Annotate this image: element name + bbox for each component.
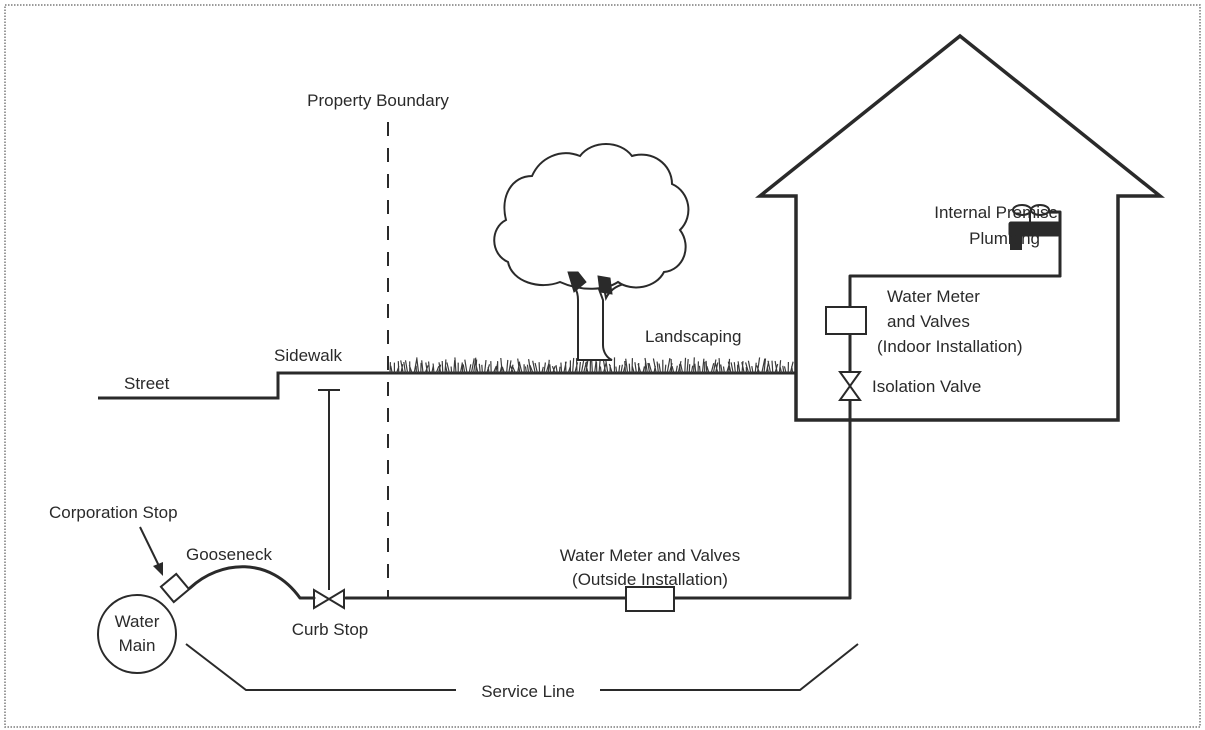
indoor-meter-label-line2: and Valves (887, 312, 970, 331)
faucet-icon (1008, 204, 1062, 278)
gooseneck-label: Gooseneck (186, 545, 272, 564)
indoor-pipe-upper (848, 274, 1062, 387)
service-line-bracket-right (600, 643, 859, 691)
corporation-stop-arrowhead (153, 562, 163, 576)
indoor-water-meter (825, 306, 867, 335)
house-outline (755, 33, 1165, 422)
sidewalk-label: Sidewalk (274, 346, 343, 365)
indoor-meter-label-line3: (Indoor Installation) (877, 337, 1023, 356)
outside-meter-label-line1: Water Meter and Valves (560, 546, 740, 565)
street-label: Street (124, 374, 170, 393)
water-main-label-line1: Water (115, 612, 160, 631)
corporation-stop-icon (159, 572, 191, 604)
outside-water-meter (625, 586, 675, 612)
corporation-stop-label: Corporation Stop (49, 503, 178, 522)
water-main-label-line2: Main (119, 636, 156, 655)
isolation-valve-label: Isolation Valve (872, 377, 981, 396)
curb-stop-label: Curb Stop (292, 620, 369, 639)
tree-icon (493, 143, 690, 361)
water-main-circle (97, 594, 177, 674)
curb-stop-valve-icon (313, 588, 345, 610)
property-boundary-label: Property Boundary (307, 91, 449, 110)
internal-premise-label-line1: Internal Premise (934, 203, 1058, 222)
diagram-frame (4, 4, 1201, 728)
service-line-bracket-left (185, 643, 456, 691)
isolation-valve-icon (838, 371, 862, 401)
indoor-meter-label-line1: Water Meter (887, 287, 980, 306)
gooseneck-pipe (188, 565, 316, 600)
grass-landscaping (389, 357, 794, 374)
service-line-label: Service Line (481, 682, 575, 701)
internal-premise-label-line2: Plumbing (969, 229, 1040, 248)
ground-line (98, 371, 796, 400)
corporation-stop-arrow (139, 526, 161, 569)
landscaping-label: Landscaping (645, 327, 741, 346)
outside-meter-label-line2: (Outside Installation) (572, 570, 728, 589)
